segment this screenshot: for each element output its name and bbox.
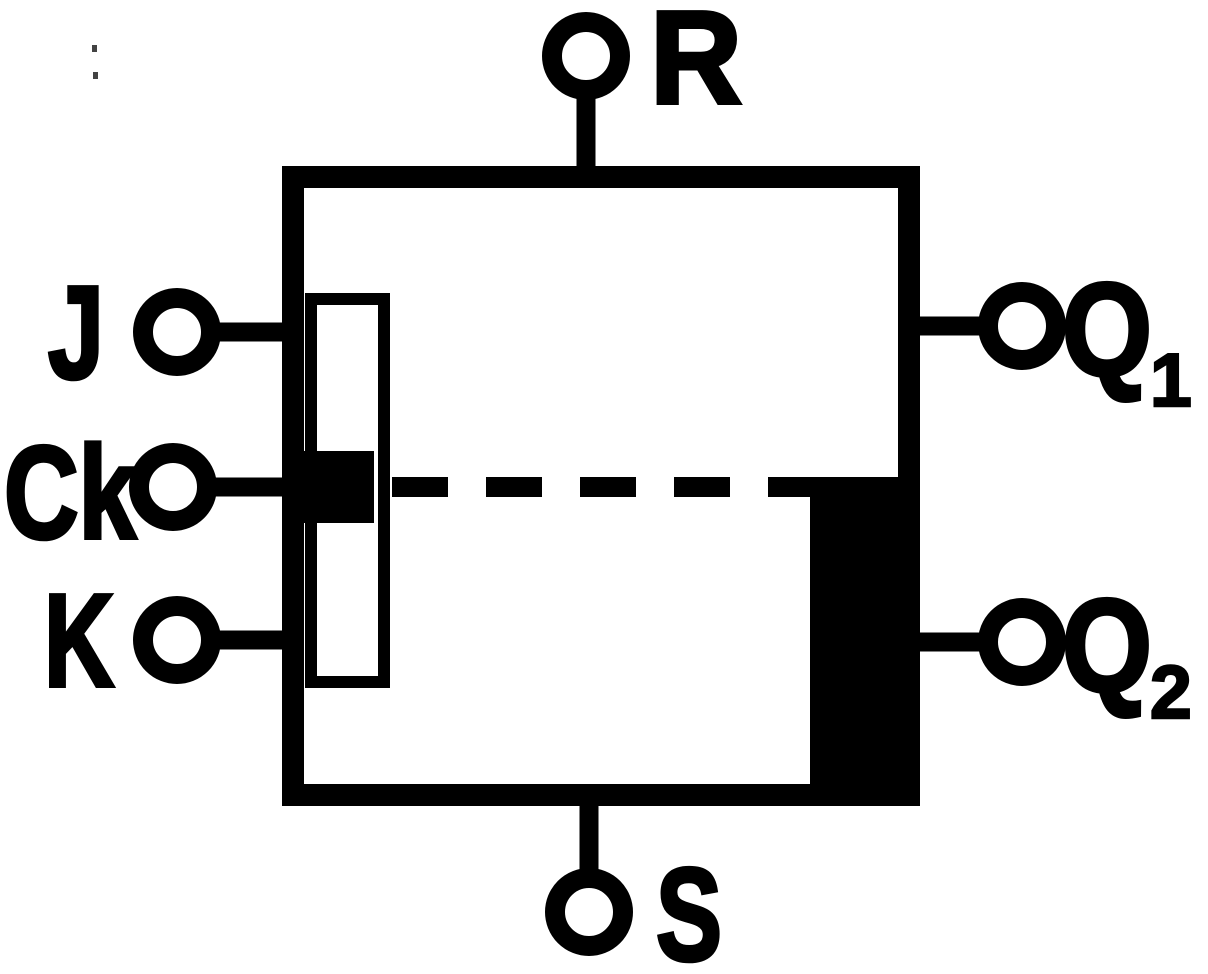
scan-artifact [92, 45, 97, 52]
terminal-circle-Q1 [978, 282, 1066, 370]
scan-artifact [93, 72, 98, 79]
terminal-circle-Ck [129, 443, 217, 531]
label-J: J [48, 259, 104, 406]
terminal-circle-K [133, 596, 221, 684]
label-Q2-subscript: 2 [1150, 650, 1192, 734]
label-K: K [44, 567, 114, 714]
label-Ck: Ck [4, 419, 136, 566]
label-R: R [650, 0, 742, 131]
terminal-circle-R [542, 12, 630, 100]
label-Q1: Q [1062, 256, 1152, 403]
output-marker-block [810, 477, 918, 794]
terminal-circle-Q2 [978, 598, 1066, 686]
label-Q1-subscript: 1 [1150, 338, 1192, 422]
terminal-circle-S [545, 868, 633, 956]
clock-marker-block [300, 451, 374, 523]
terminal-circle-J [133, 288, 221, 376]
label-S: S [656, 841, 722, 974]
label-Q2: Q [1062, 572, 1152, 719]
